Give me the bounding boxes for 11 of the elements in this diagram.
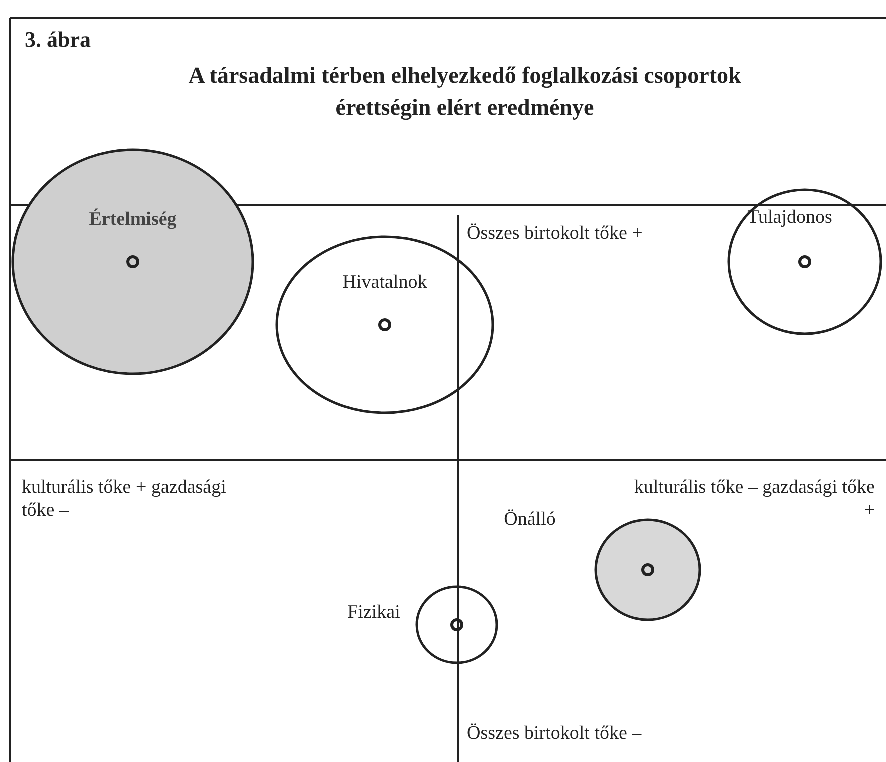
- group-label: Értelmiség: [89, 209, 177, 231]
- quadrant-label: kulturális tőke – gazdasági tőke +: [633, 476, 875, 522]
- group-label: Tulajdonos: [748, 207, 832, 229]
- group-label: Hivatalnok: [342, 272, 428, 294]
- figure-number: 3. ábra: [25, 28, 91, 51]
- axis-label: Összes birtokolt tőke +: [467, 222, 644, 245]
- diagram-title: A társadalmi térben elhelyezkedő foglalkozási csoportok érettségin elért eredménye: [188, 62, 742, 122]
- group-label: Önálló: [504, 509, 556, 531]
- quadrant-label: kulturális tőke + gazdasági tőke –: [22, 476, 228, 522]
- group-label: Fizikai: [348, 602, 400, 624]
- axis-label: Összes birtokolt tőke –: [467, 722, 643, 745]
